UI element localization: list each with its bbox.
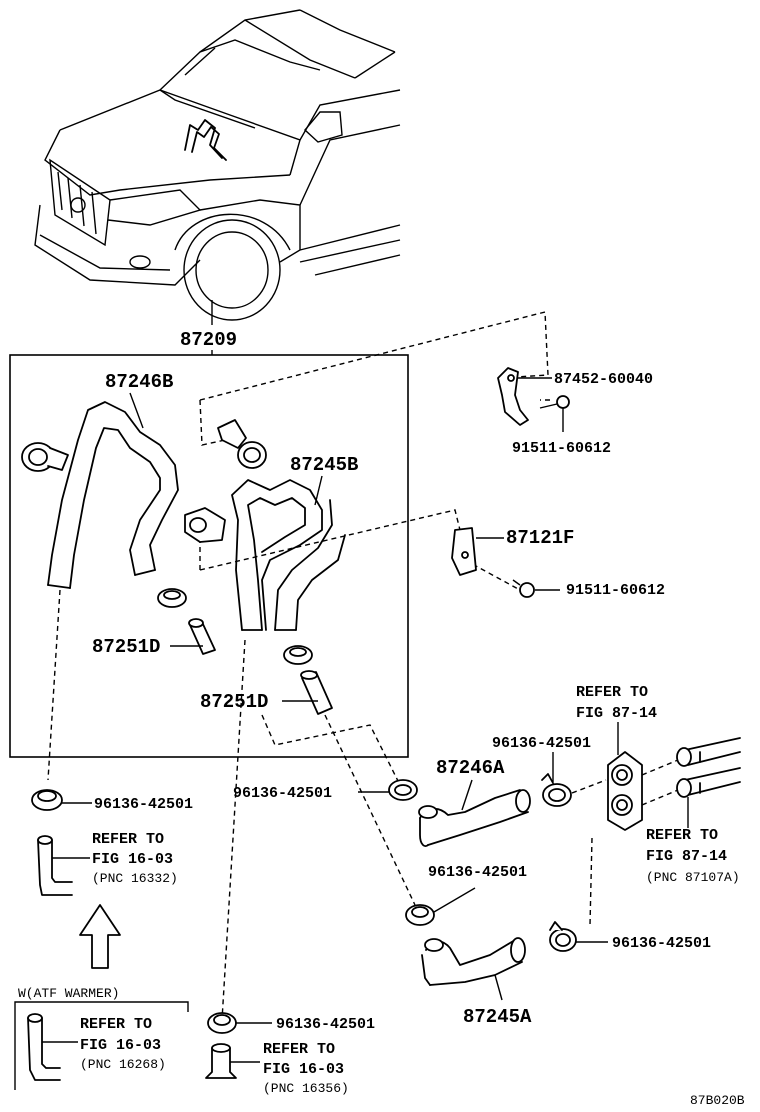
heater-pipes <box>676 737 741 798</box>
clip-top-valve <box>541 773 572 807</box>
atf-box-title: W(ATF WARMER) <box>18 986 119 1001</box>
hose-87245a <box>421 937 526 986</box>
ref-atf-pnc: (PNC 16268) <box>80 1057 166 1072</box>
ref-left-mid-l1: REFER TO <box>92 831 164 848</box>
label-clip-left: 96136-42501 <box>94 796 193 813</box>
bracket-87452 <box>497 367 529 426</box>
clamp-upper-middle <box>217 419 267 469</box>
pipe-87251d-lower <box>300 670 333 715</box>
water-valve <box>607 751 643 831</box>
vehicle-illustration <box>34 9 401 321</box>
label-clip-bottom: 96136-42501 <box>276 1016 375 1033</box>
ref-left-mid-l2: FIG 16-03 <box>92 851 173 868</box>
atf-warmer-box: W(ATF WARMER) REFER TO FIG 16-03 (PNC 16… <box>14 986 189 1090</box>
label-87121f: 87121F <box>506 527 574 549</box>
pipe-left-ref <box>37 835 73 896</box>
label-87245a: 87245A <box>463 1006 532 1028</box>
clip-left <box>31 789 63 811</box>
label-87251d-lower: 87251D <box>200 691 268 713</box>
up-arrow-icon <box>79 904 121 969</box>
clip-center <box>388 779 418 801</box>
ref-valve-top-l1: REFER TO <box>576 684 648 701</box>
clamp-left-top <box>21 442 69 472</box>
label-87245b: 87245B <box>290 454 358 476</box>
pipe-bottom-ref <box>205 1043 237 1079</box>
bracket-87121f <box>451 527 477 576</box>
ref-bottom-pnc: (PNC 16356) <box>263 1081 349 1096</box>
label-87246a: 87246A <box>436 757 505 779</box>
ref-bottom-l2: FIG 16-03 <box>263 1061 344 1078</box>
ref-atf-l2: FIG 16-03 <box>80 1037 161 1054</box>
ref-atf-l1: REFER TO <box>80 1016 152 1033</box>
hose-87245b <box>231 479 346 631</box>
label-87246b: 87246B <box>105 371 173 393</box>
label-bolt-lower: 91511-60612 <box>566 582 665 599</box>
label-87452: 87452-60040 <box>554 371 653 388</box>
clip-bottom <box>207 1012 237 1034</box>
clamp-small-lower <box>283 645 313 665</box>
assembly-box <box>9 354 409 758</box>
pipe-87251d-upper <box>188 618 216 655</box>
label-clip-lower-mid: 96136-42501 <box>428 864 527 881</box>
ref-left-mid-pnc: (PNC 16332) <box>92 871 178 886</box>
clamp-small-upper <box>157 588 187 608</box>
label-87251d-upper: 87251D <box>92 636 160 658</box>
clip-lower-mid <box>405 904 435 926</box>
ref-valve-right-l2: FIG 87-14 <box>646 848 727 865</box>
figure-id: 87B020B <box>690 1093 745 1108</box>
assembly-pnc: 87209 <box>180 329 237 351</box>
ref-valve-right-l1: REFER TO <box>646 827 718 844</box>
ref-bottom-l1: REFER TO <box>263 1041 335 1058</box>
hose-87246b <box>47 401 179 589</box>
clamp-middle <box>184 507 226 543</box>
bolt-upper <box>539 395 570 409</box>
bolt-lower <box>512 579 535 598</box>
ref-valve-top-l2: FIG 87-14 <box>576 705 657 722</box>
clip-right <box>549 921 577 952</box>
label-clip-right: 96136-42501 <box>612 935 711 952</box>
label-bolt-upper: 91511-60612 <box>512 440 611 457</box>
ref-valve-right-pnc: (PNC 87107A) <box>646 870 740 885</box>
hose-87246a <box>418 789 531 847</box>
label-clip-top-valve: 96136-42501 <box>492 735 591 752</box>
label-clip-center: 96136-42501 <box>233 785 332 802</box>
